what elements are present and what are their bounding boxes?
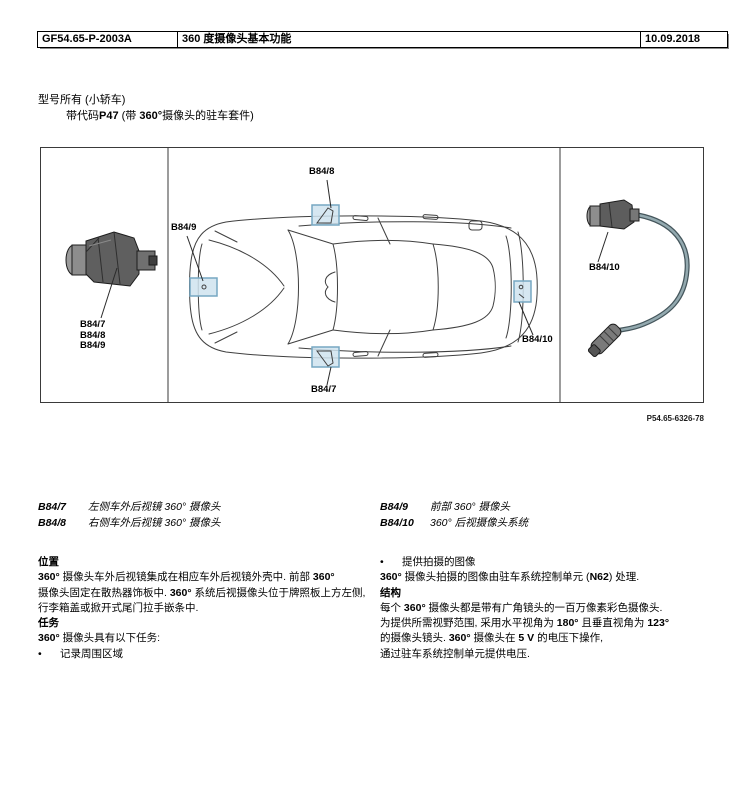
legend-row: B84/7 左侧车外后视镜 360° 摄像头 (38, 499, 380, 515)
legend-desc: 右侧车外后视镜 360° 摄像头 (88, 517, 221, 529)
body-text: 位置 360° 摄像头车外后视镜集成在相应车外后视镜外壳中. 前部 360° 摄… (38, 555, 704, 662)
label-detail-b84-10: B84/10 (589, 262, 620, 273)
car-top-view-drawing (189, 214, 538, 359)
figure-360-camera-locations: B84/8 B84/9 B84/7 B84/10 B84/7 B84/8 B84… (40, 147, 704, 403)
figure-line-art (65, 148, 690, 402)
legend: B84/7 左侧车外后视镜 360° 摄像头 B84/8 右侧车外后视镜 360… (38, 499, 704, 531)
leader-lines (186, 179, 609, 386)
legend-code: B84/10 (380, 517, 414, 529)
label-b84-7: B84/7 (311, 384, 337, 395)
legend-code: B84/9 (380, 501, 409, 513)
camera-highlight-boxes (189, 204, 532, 368)
body-line: 360° 摄像头具有以下任务: (38, 632, 161, 645)
highlight-right-mirror-camera (311, 204, 340, 226)
body-line-bullet: •记录周围区域 (38, 647, 123, 660)
legend-code: B84/7 (38, 501, 67, 513)
doc-header: GF54.65-P-2003A 360 度摄像头基本功能 10.09.2018 (37, 31, 728, 48)
body-line: 位置 (38, 556, 59, 568)
model-code-line: 带代码P47 (带 360°摄像头的驻车套件) (66, 110, 254, 122)
legend-desc: 360° 后视摄像头系统 (430, 517, 529, 529)
body-line: 任务 (38, 617, 59, 630)
rear-camera-detail-drawing (586, 199, 690, 358)
highlight-left-mirror-camera (311, 346, 340, 368)
body-line: 结构 (380, 586, 401, 599)
body-line: 的摄像头镜头. 360° 摄像头在 5 V 的电压下操作, (380, 632, 604, 645)
doc-date: 10.09.2018 (645, 33, 701, 45)
body-line-bullet: •提供拍摄的图像 (380, 556, 476, 568)
highlight-front-camera (189, 277, 218, 297)
figure-number: P54.65-6326-78 (646, 414, 704, 423)
highlight-rear-camera (513, 280, 532, 303)
label-b84-10: B84/10 (522, 334, 553, 345)
legend-code: B84/8 (38, 517, 67, 529)
body-column-left: 位置 360° 摄像头车外后视镜集成在相应车外后视镜外壳中. 前部 360° 摄… (38, 555, 380, 662)
camera-marks (201, 207, 525, 367)
legend-row: B84/9 前部 360° 摄像头 (380, 499, 704, 515)
body-line: 为提供所需视野范围, 采用水平视角为 180° 且垂直视角为 123° (380, 617, 670, 630)
doc-title: 360 度摄像头基本功能 (178, 32, 641, 47)
label-detail-left-stack: B84/7 B84/8 B84/9 (80, 319, 106, 351)
body-line: 行李箱盖或掀开式尾门拉手嵌条中. (38, 601, 199, 614)
body-line: 360° 摄像头拍摄的图像由驻车系统控制单元 (N62) 处理. (380, 571, 640, 584)
body-line: 摄像头固定在散热器饰板中. 360° 系统后视摄像头位于牌照板上方左侧, (38, 586, 366, 599)
legend-row: B84/10 360° 后视摄像头系统 (380, 515, 704, 531)
doc-number: GF54.65-P-2003A (38, 32, 178, 47)
legend-desc: 左侧车外后视镜 360° 摄像头 (88, 501, 221, 513)
label-b84-9: B84/9 (171, 222, 197, 233)
body-line: 360° 摄像头车外后视镜集成在相应车外后视镜外壳中. 前部 360° (38, 571, 335, 584)
body-line: 每个 360° 摄像头都是带有广角镜头的一百万像素彩色摄像头. (380, 601, 663, 614)
legend-desc: 前部 360° 摄像头 (430, 501, 511, 513)
model-line: 型号所有 (小轿车) (38, 94, 126, 106)
legend-row: B84/8 右侧车外后视镜 360° 摄像头 (38, 515, 380, 531)
body-column-right: •提供拍摄的图像 360° 摄像头拍摄的图像由驻车系统控制单元 (N62) 处理… (380, 555, 704, 662)
body-line: 通过驻车系统控制单元提供电压. (380, 647, 530, 660)
model-info: 型号所有 (小轿车) 带代码P47 (带 360°摄像头的驻车套件) (38, 92, 254, 124)
label-b84-8: B84/8 (309, 166, 335, 177)
mirror-camera-detail-drawing (65, 231, 158, 319)
